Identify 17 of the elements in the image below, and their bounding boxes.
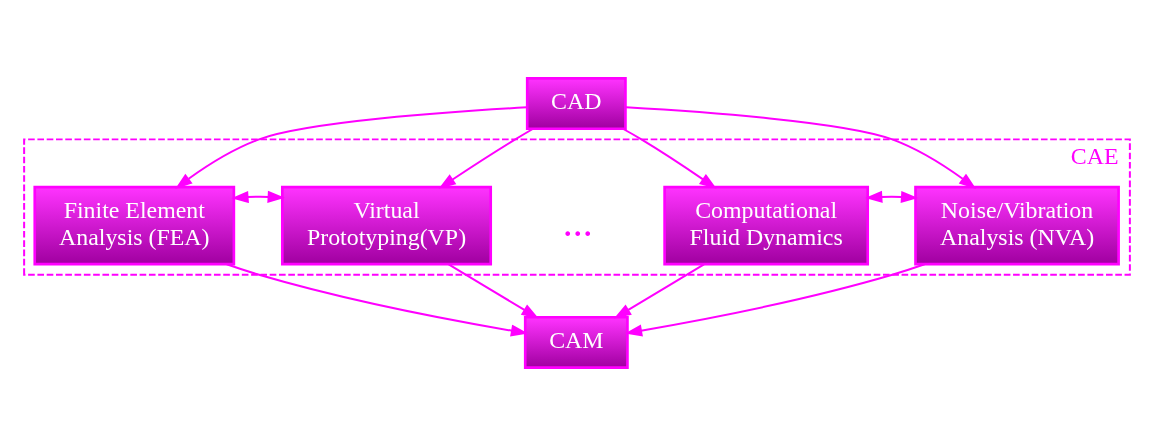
node-box: Virtual Prototyping(VP): [281, 185, 493, 265]
node-box: Computational Fluid Dynamics: [663, 185, 870, 265]
arrow: [447, 262, 539, 319]
arrow: [231, 190, 285, 203]
arrow: [175, 105, 529, 189]
arrow: [613, 262, 705, 319]
node-box: CAD: [525, 76, 627, 130]
arrow: [438, 127, 534, 189]
node-box: Noise/Vibration Analysis (NVA): [914, 185, 1120, 265]
arrow: [624, 105, 977, 189]
node-box: CAM: [523, 315, 629, 369]
label: ...: [562, 200, 593, 245]
arrow: [225, 262, 529, 337]
arrow: [624, 262, 926, 336]
arrow: [621, 127, 717, 189]
arrow: [865, 190, 919, 203]
node-box: Finite Element Analysis (FEA): [33, 185, 236, 265]
